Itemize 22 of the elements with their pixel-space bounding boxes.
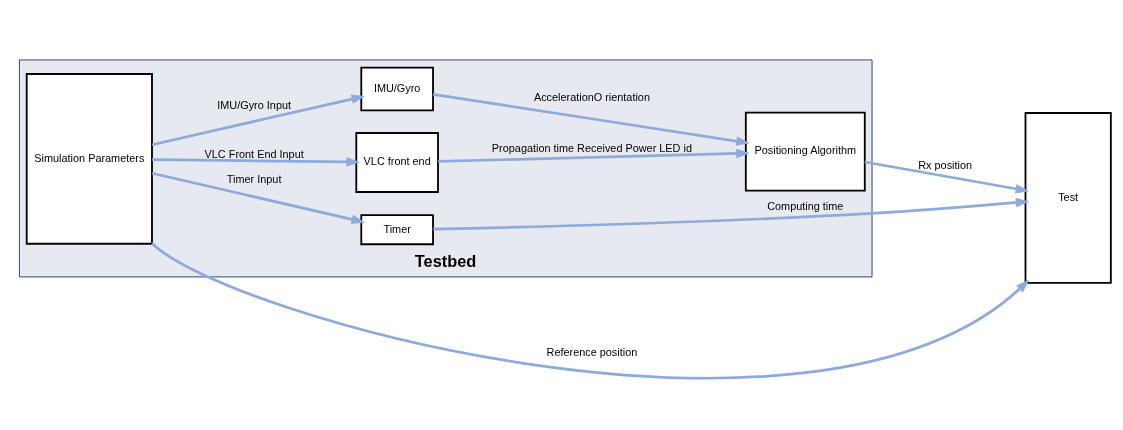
arrow [152, 156, 360, 167]
edge-label: Reference position [546, 345, 638, 358]
edge-label: Propagation time Received Power LED id [491, 141, 692, 154]
edge-label: VLC Front End Input [204, 147, 304, 160]
arrow [438, 148, 750, 163]
arrow [864, 160, 1030, 193]
arrow [433, 197, 1030, 230]
edge-label: Timer Input [226, 172, 282, 185]
arrow [151, 171, 366, 224]
arrow [151, 241, 1030, 379]
edge-label: IMU/Gyro Input [217, 98, 292, 111]
node-box: Simulation Parameters [25, 72, 153, 245]
node-box: IMU/Gyro [360, 66, 434, 111]
edge-label: AccelerationO rientation [533, 90, 650, 103]
arrow [432, 92, 750, 146]
edge-label: Rx position [918, 158, 973, 171]
arrow [151, 93, 366, 146]
node-box: Positioning Algorithm [744, 111, 866, 192]
node-box: Timer [360, 213, 434, 245]
node-box: Test [1024, 111, 1112, 284]
edge-label: Computing time [767, 199, 844, 212]
node-box: VLC front end [355, 131, 439, 193]
